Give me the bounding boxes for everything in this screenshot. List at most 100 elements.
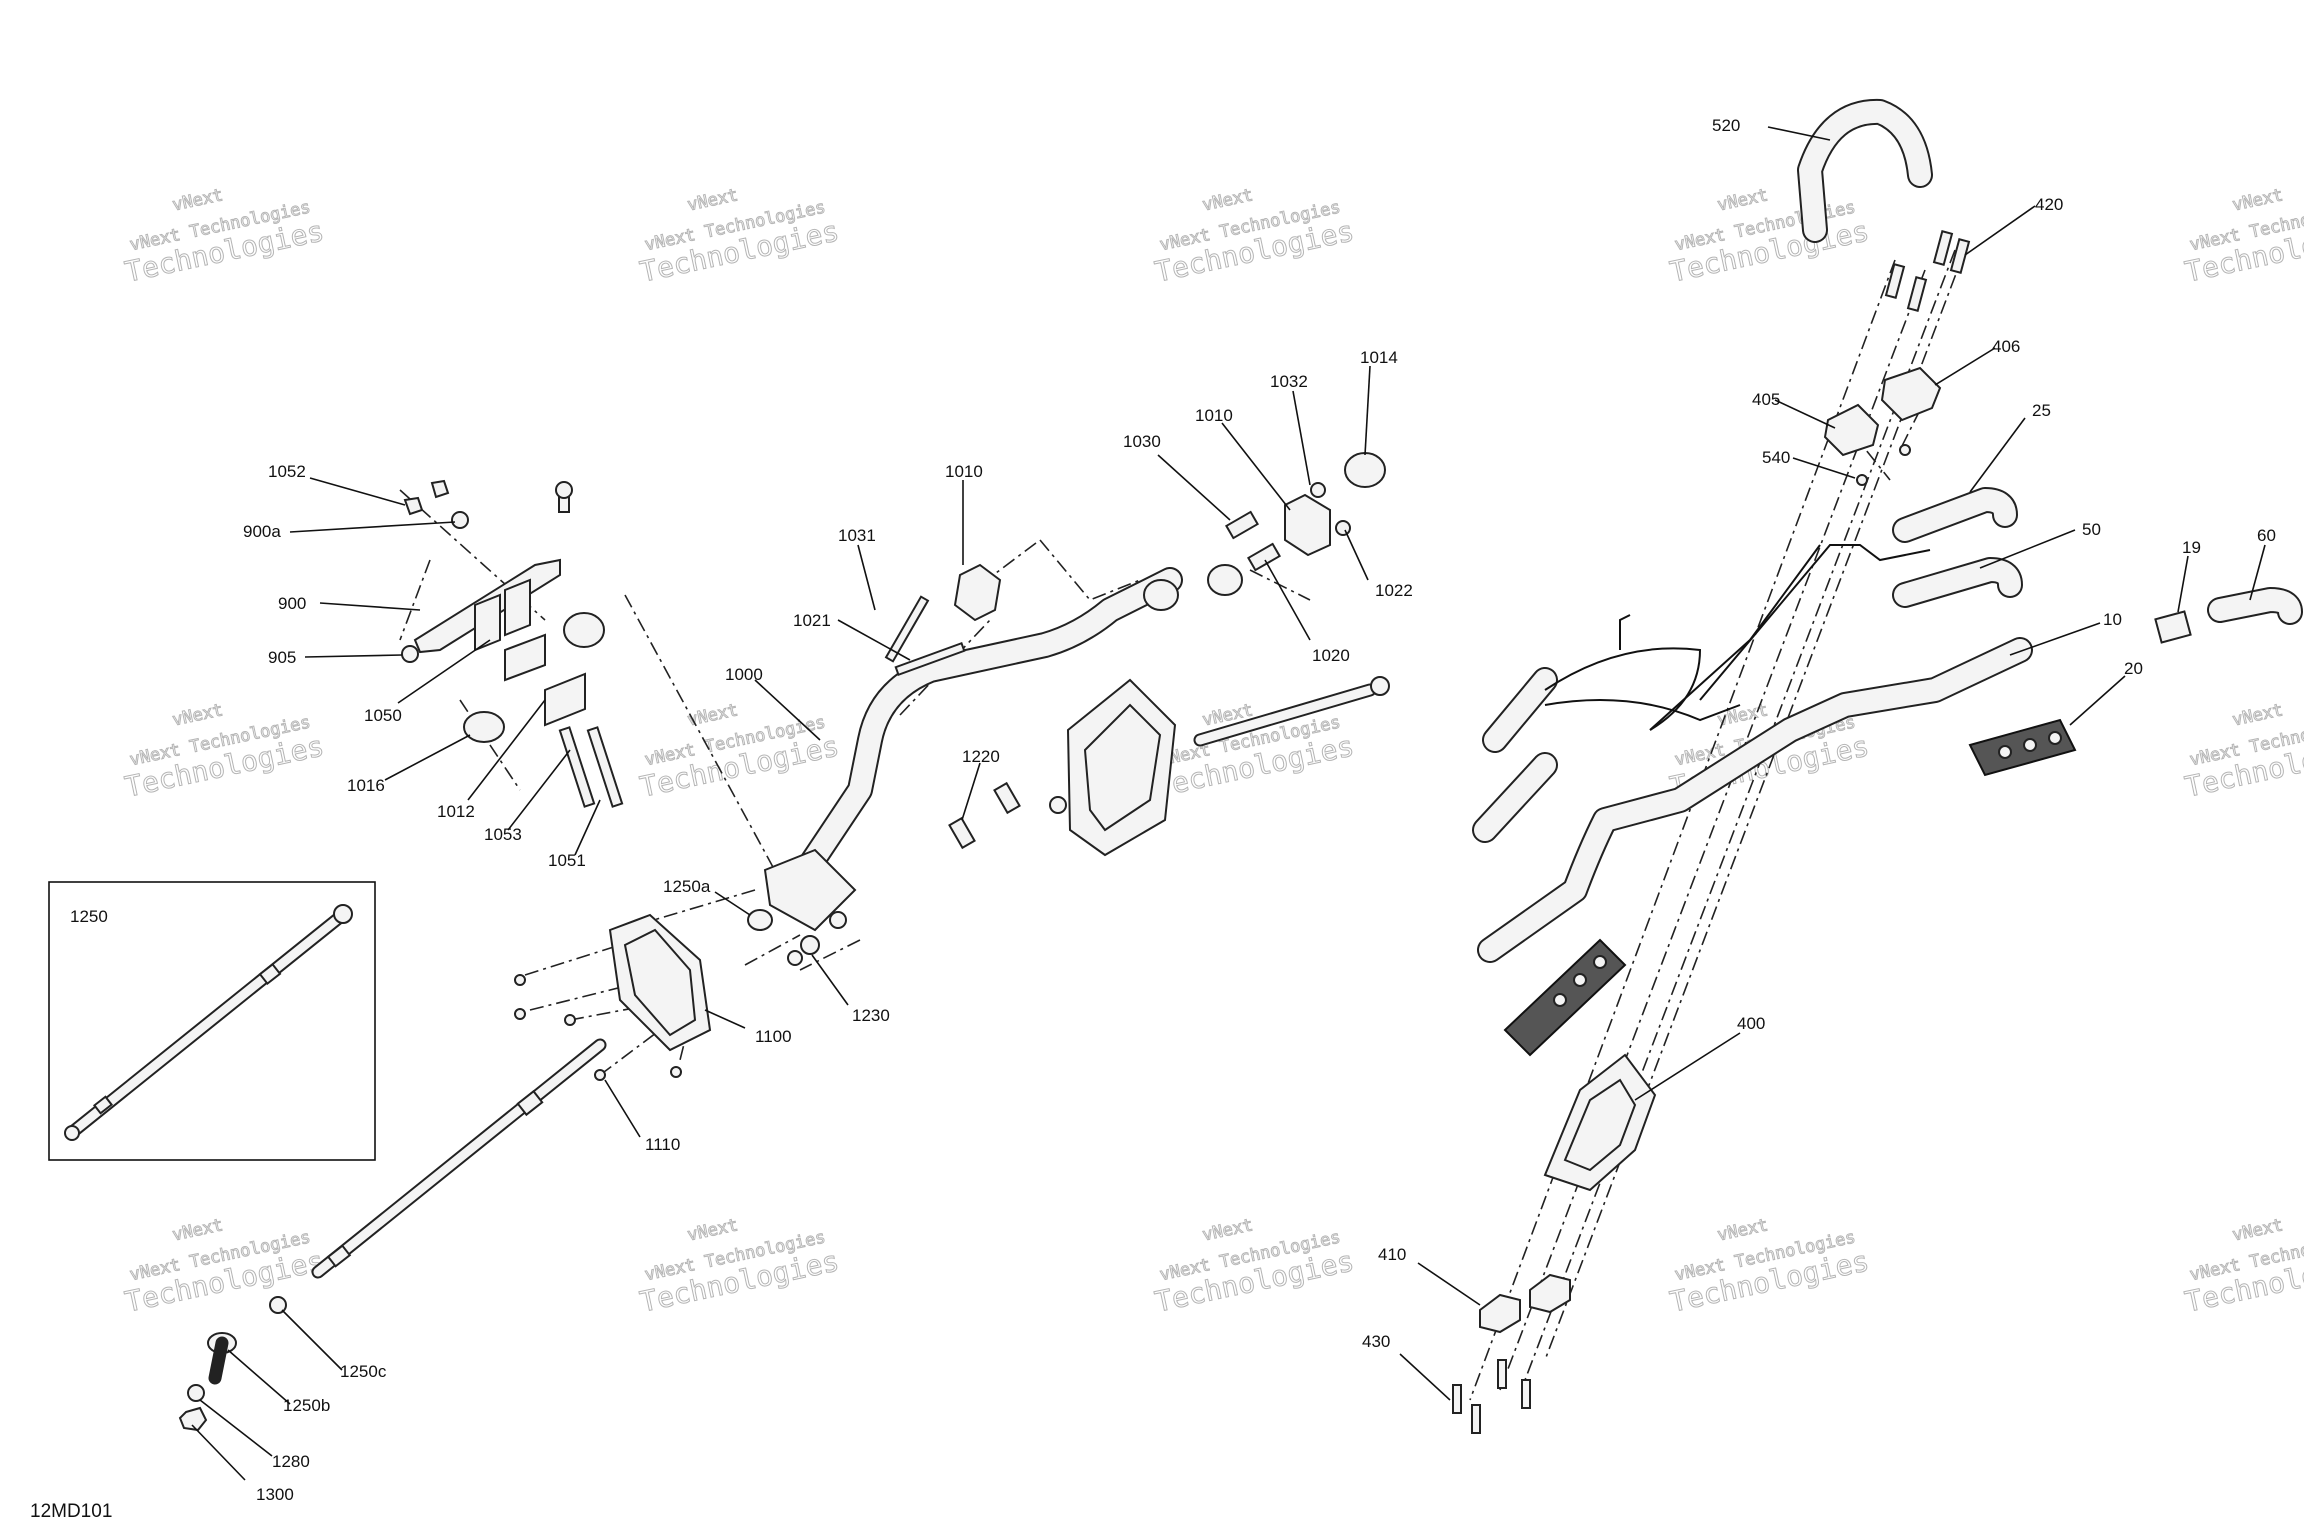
bushing-1014 (1344, 452, 1386, 488)
callout-520: 520 (1712, 116, 1740, 135)
stud-1220 (948, 816, 976, 850)
clamp-cap (504, 633, 546, 682)
bushing-1016-upper (563, 612, 605, 648)
clamp-405 (1823, 403, 1880, 457)
callout-905: 905 (268, 648, 296, 667)
jam-nut-1250c (269, 1296, 287, 1314)
watermark-top: vNext (1201, 185, 1255, 215)
callout-405: 405 (1752, 390, 1780, 409)
callout-1110: 1110 (645, 1135, 680, 1154)
watermark-top: vNext (1716, 185, 1770, 215)
screw-1110 (594, 1069, 606, 1081)
watermark-top: vNext (686, 1215, 740, 1245)
watermark-top: vNext (2231, 185, 2285, 215)
bolt-900a (451, 511, 469, 529)
watermark-top: vNext (1716, 1215, 1770, 1245)
callout-420: 420 (2035, 195, 2063, 214)
bolt-1032 (1310, 482, 1326, 498)
callout-430: 430 (1362, 1332, 1390, 1351)
callout-1220: 1220 (962, 747, 1000, 766)
callout-1020: 1020 (1312, 646, 1350, 665)
callout-1016: 1016 (347, 776, 385, 795)
clamp-block-1050 (474, 593, 501, 652)
bushing-1016 (463, 711, 505, 743)
callout-1031: 1031 (838, 526, 876, 545)
callout-1032: 1032 (1270, 372, 1308, 391)
callout-1010: 1010 (1195, 406, 1233, 425)
watermark-top: vNext (1201, 1215, 1255, 1245)
callout-900: 900 (278, 594, 306, 613)
callout-1022: 1022 (1375, 581, 1413, 600)
callout-1052: 1052 (268, 462, 306, 481)
callout-50: 50 (2082, 520, 2101, 539)
watermark-top: vNext (1716, 700, 1770, 730)
callout-1000: 1000 (725, 665, 763, 684)
callout-19: 19 (2182, 538, 2201, 557)
bolt-420 (1884, 263, 1906, 299)
handlebar-assembly (1452, 98, 2303, 1434)
callout-900a: 900a (243, 522, 281, 541)
drawing-code: 12MD101 (30, 1501, 112, 1522)
leader-lines (191, 126, 2266, 1481)
screw-540 (1856, 474, 1868, 486)
callout-410: 410 (1378, 1245, 1406, 1264)
column-lower-mount (763, 848, 857, 932)
callout-1012: 1012 (437, 802, 475, 821)
clamp-410 (1479, 1293, 1521, 1334)
callout-1021: 1021 (793, 611, 831, 630)
callout-1010b: 1010 (945, 462, 983, 481)
callout-1230: 1230 (852, 1006, 890, 1025)
callout-labels: 520 420 406 405 540 25 50 19 60 10 20 40… (243, 116, 2276, 1504)
callout-406: 406 (1992, 337, 2020, 356)
watermark-top: vNext (686, 185, 740, 215)
bolt-1031 (884, 595, 930, 663)
callout-1053: 1053 (484, 825, 522, 844)
watermark-top: vNext (171, 185, 225, 215)
nut-1300 (178, 1406, 208, 1432)
callout-1100: 1100 (755, 1027, 792, 1046)
callout-1050: 1050 (364, 706, 402, 725)
clamp-1010-lower (953, 563, 1002, 622)
callout-1014: 1014 (1360, 348, 1398, 367)
watermark-top: vNext (171, 700, 225, 730)
watermark-top: vNext (2231, 1215, 2285, 1245)
steering-column-1000 (747, 452, 1386, 966)
bushing-lower (1207, 564, 1243, 596)
sleeve-19 (2154, 610, 2192, 644)
wiring-harness (1544, 647, 1702, 731)
callout-540: 540 (1762, 448, 1790, 467)
callout-25: 25 (2032, 401, 2051, 420)
watermark-top: vNext (2231, 700, 2285, 730)
watermark-top: vNext (686, 700, 740, 730)
washer-1280 (187, 1384, 205, 1402)
callout-1250c: 1250c (340, 1362, 387, 1381)
gear-housing-1100 (514, 913, 712, 1081)
callout-1250a: 1250a (663, 877, 711, 896)
callout-1300: 1300 (256, 1485, 294, 1504)
ball-joint-1250a (747, 909, 773, 931)
spacer-1030 (1225, 510, 1259, 540)
clamp-1010-upper (1284, 493, 1331, 557)
upper-clamp-cluster (401, 479, 624, 808)
callout-1030: 1030 (1123, 432, 1161, 451)
callout-10: 10 (2103, 610, 2122, 629)
nut-905 (401, 645, 419, 663)
clamp-1012 (544, 672, 586, 727)
callout-1051: 1051 (548, 851, 586, 870)
nut-1052 (403, 496, 424, 516)
bolt-1021 (894, 641, 966, 677)
clamp-406 (1880, 366, 1942, 422)
callout-1280: 1280 (272, 1452, 310, 1471)
callout-1250b: 1250b (283, 1396, 330, 1415)
inset-1250: 1250 (48, 881, 376, 1161)
bolt-1051 (586, 726, 624, 808)
inset-label: 1250 (70, 907, 108, 926)
callout-20: 20 (2124, 659, 2143, 678)
callout-400: 400 (1737, 1014, 1765, 1033)
watermark-top: vNext (171, 1215, 225, 1245)
heated-grip-20 (1968, 718, 2077, 777)
heated-grip-left (1503, 938, 1627, 1057)
inset-box (48, 881, 376, 1161)
washer-1230 (800, 935, 820, 955)
